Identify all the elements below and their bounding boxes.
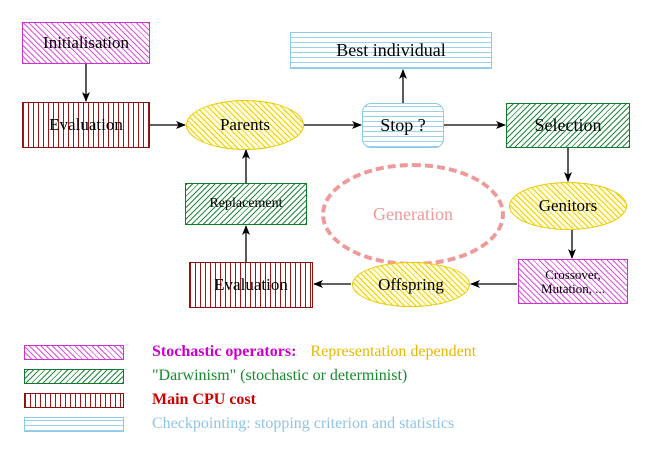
node-initialisation[interactable]: Initialisation bbox=[22, 22, 150, 64]
node-evaluation-bot[interactable]: Evaluation bbox=[189, 262, 313, 308]
node-label-crossover: Crossover, Mutation, ... bbox=[541, 266, 605, 296]
node-label-selection: Selection bbox=[534, 115, 602, 136]
node-parents[interactable]: Parents bbox=[186, 100, 304, 150]
node-genitors[interactable]: Genitors bbox=[509, 182, 627, 230]
legend-text-primary-cpu-cost: Main CPU cost bbox=[152, 391, 256, 408]
legend-text-primary-stochastic: Stochastic operators: bbox=[152, 343, 297, 360]
legend-row-cpu-cost: Main CPU cost bbox=[24, 388, 644, 412]
node-label-genitors: Genitors bbox=[538, 196, 598, 216]
node-evaluation-top[interactable]: Evaluation bbox=[22, 102, 150, 148]
legend-text-darwinism: "Darwinism" (stochastic or determinist) bbox=[152, 367, 407, 385]
node-label-best-individual: Best individual bbox=[336, 40, 446, 61]
node-selection[interactable]: Selection bbox=[506, 103, 630, 148]
node-label-replacement: Replacement bbox=[209, 195, 283, 211]
generation-label: Generation bbox=[373, 204, 453, 224]
node-label-initialisation: Initialisation bbox=[43, 33, 129, 53]
legend-text-primary-checkpointing: Checkpointing: stopping criterion and st… bbox=[152, 415, 455, 432]
node-label-parents: Parents bbox=[219, 115, 271, 135]
node-stop[interactable]: Stop ? bbox=[362, 103, 444, 148]
legend: Stochastic operators: Representation depe… bbox=[24, 340, 644, 436]
legend-text-checkpointing: Checkpointing: stopping criterion and st… bbox=[152, 415, 454, 433]
legend-row-darwinism: "Darwinism" (stochastic or determinist) bbox=[24, 364, 644, 388]
legend-swatch-checkpointing bbox=[24, 416, 124, 432]
legend-text-secondary-stochastic: Representation dependent bbox=[310, 343, 477, 360]
node-crossover[interactable]: Crossover, Mutation, ... bbox=[518, 259, 628, 304]
generation-label-ellipse: Generation bbox=[321, 163, 505, 266]
node-replacement[interactable]: Replacement bbox=[185, 183, 307, 225]
node-best-individual[interactable]: Best individual bbox=[290, 32, 492, 69]
node-offspring[interactable]: Offspring bbox=[352, 262, 470, 307]
legend-swatch-darwinism bbox=[24, 368, 124, 384]
legend-swatch-cpu-cost bbox=[24, 392, 124, 408]
legend-text-primary-darwinism: "Darwinism" (stochastic or determinist) bbox=[152, 367, 408, 384]
legend-row-checkpointing: Checkpointing: stopping criterion and st… bbox=[24, 412, 644, 436]
legend-swatch-stochastic bbox=[24, 344, 124, 360]
legend-row-stochastic: Stochastic operators: Representation depe… bbox=[24, 340, 644, 364]
node-label-offspring: Offspring bbox=[378, 274, 444, 294]
node-label-stop: Stop ? bbox=[380, 115, 426, 136]
legend-text-stochastic: Stochastic operators: Representation depe… bbox=[152, 343, 476, 361]
node-label-evaluation-top: Evaluation bbox=[49, 115, 123, 135]
legend-text-cpu-cost: Main CPU cost bbox=[152, 391, 256, 409]
node-label-evaluation-bot: Evaluation bbox=[214, 275, 288, 295]
